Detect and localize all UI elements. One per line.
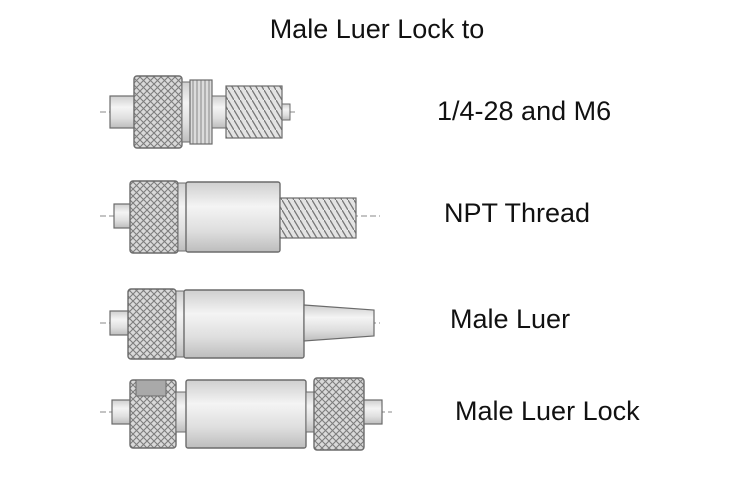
fitting-1-4-28-m6 <box>100 75 298 149</box>
label-male-luer: Male Luer <box>450 304 571 334</box>
fitting-npt-thread <box>100 180 380 254</box>
fitting-male-luer-lock <box>100 377 392 451</box>
label-npt-thread: NPT Thread <box>444 198 591 228</box>
label-1-4-28-m6: 1/4-28 and M6 <box>437 96 612 126</box>
diagram-title: Male Luer Lock to <box>269 14 485 44</box>
fitting-male-luer <box>100 288 380 360</box>
label-male-luer-lock: Male Luer Lock <box>455 396 640 426</box>
